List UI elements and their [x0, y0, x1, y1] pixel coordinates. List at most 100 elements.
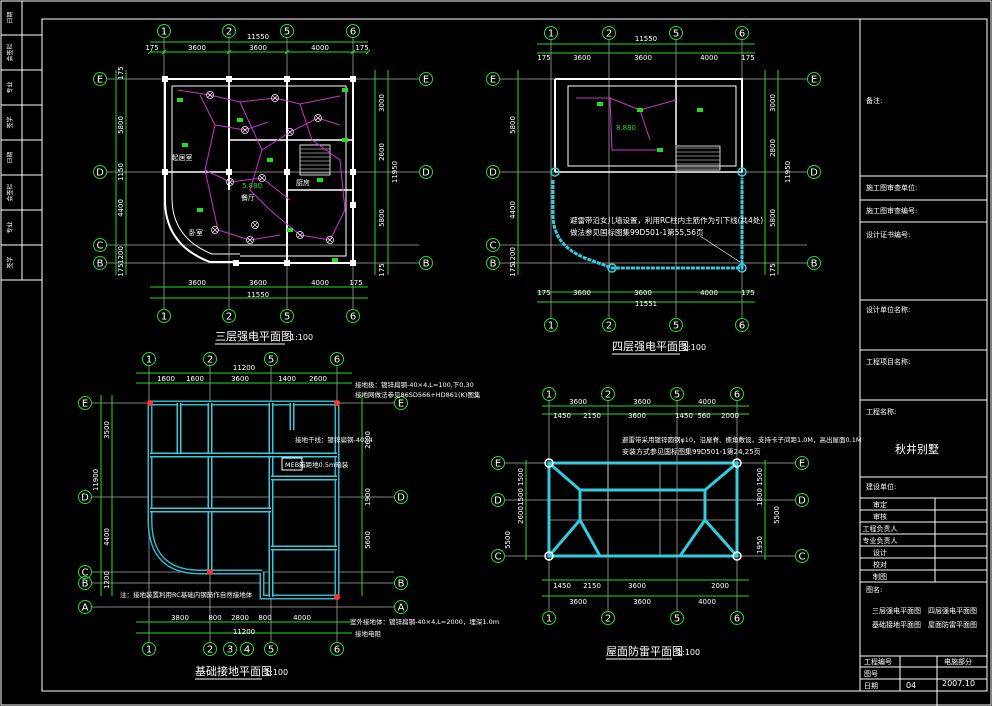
tb-row-3: 设计单位名称:: [866, 305, 910, 314]
axis-left-B-label: B: [82, 579, 89, 590]
ground-note-c: MEB箱距地0.5m暗装: [285, 460, 349, 469]
grounding-point: [334, 594, 340, 600]
wire-6: [299, 103, 346, 241]
room-label-2: 厨房: [296, 178, 310, 187]
axis-top-5-circle: [280, 24, 294, 38]
dim-left-4: 1200: [117, 246, 125, 264]
drawing-no-label: 图号: [864, 670, 878, 678]
column: [350, 169, 356, 175]
socket: [657, 148, 663, 152]
light-cross: [315, 115, 321, 121]
axis-bottom-5-label: 5: [674, 614, 680, 625]
dim-right-2: 5600: [364, 531, 372, 549]
remark-label: 备注:: [866, 96, 882, 105]
axis-bottom-2-label: 2: [207, 645, 213, 656]
ground-note-g: 注：接地装置利用RC基础内钢筋作自然接地体: [120, 590, 253, 599]
dim-right-2: 5800: [769, 209, 777, 227]
axis-top-2-label: 2: [606, 29, 612, 40]
dim-bottom-3: 4000: [700, 289, 718, 297]
sign-row-3: 专业负责人: [863, 536, 898, 545]
axis-top-6-circle: [330, 352, 344, 366]
axis-top-5-label: 5: [284, 27, 290, 38]
axis-top-1-circle: [142, 352, 156, 366]
strip-label-6: 专业: [6, 221, 14, 233]
dim-left-5: 175: [117, 263, 125, 276]
roof-title: 屋面防雷平面图: [606, 644, 683, 658]
axis-right-B-circle: [419, 256, 433, 270]
axis-bottom-2-label: 2: [605, 614, 611, 625]
room-label-1: 餐厅: [241, 193, 255, 202]
axis-right-D-label: D: [422, 168, 430, 179]
roof-outline: [548, 462, 738, 557]
axis-right-B-label: B: [811, 259, 818, 270]
axis-left-D-label: D: [489, 168, 497, 179]
elevation-label: 8.880: [616, 124, 636, 132]
dim-bottom-3: 2000: [711, 582, 729, 590]
axis-left-E-label: E: [490, 75, 496, 86]
dim-bottom-1: 800: [208, 614, 221, 622]
axis-left-E-circle: [486, 72, 500, 86]
axis-top-6-label: 6: [334, 355, 340, 366]
dim-left-2: 1150: [117, 163, 125, 181]
light-fixture: [211, 226, 219, 234]
project-name: 秋井别墅: [895, 442, 939, 456]
axis-bottom-6-circle: [735, 318, 749, 332]
light-fixture: [246, 236, 254, 244]
dim-left-0: 3500: [103, 421, 111, 439]
dim-bottom-4: 4000: [293, 614, 311, 622]
down-conductor: [550, 167, 560, 177]
dim-left-1: 4400: [509, 201, 517, 219]
dim-top-2: 3600: [628, 412, 646, 420]
axis-top-1-label: 1: [546, 390, 552, 401]
dim-total-bottom: 11200: [233, 628, 255, 636]
date: 2007.10: [942, 679, 975, 688]
sign-row-6: 制图: [873, 572, 887, 581]
dim-right-0: 3000: [378, 94, 386, 112]
axis-right-A-circle: [394, 600, 408, 614]
light-cross: [287, 129, 293, 135]
dim-top-0: 175: [145, 44, 158, 52]
column: [350, 202, 356, 208]
plan4-note: 避雷带沿女儿墙设置，利用RC柱内主筋作为引下线(共4处): [570, 215, 763, 225]
axis-left-D-circle: [491, 493, 505, 507]
drawing-name-0: 三层强电平面图: [872, 606, 921, 615]
axis-right-D-circle: [394, 490, 408, 504]
dim-left-0: 175: [117, 66, 125, 79]
axis-left-B-label: B: [490, 259, 497, 270]
dim-right-0: 3000: [769, 94, 777, 112]
axis-bottom-6-label: 6: [334, 645, 340, 656]
axis-bottom-5-label: 5: [673, 321, 679, 332]
dim-left-1: 5800: [117, 116, 125, 134]
tb-row-1: 施工图审查编号:: [866, 206, 917, 215]
strip-label-4: 日期: [6, 151, 14, 163]
dim-top-0: 1450: [553, 412, 571, 420]
dim-right-1: 1800: [756, 488, 764, 506]
axis-top-6-circle: [730, 387, 744, 401]
wire-4f: [576, 97, 677, 151]
socket: [697, 108, 703, 112]
column: [350, 260, 356, 266]
axis-left-B-circle: [486, 256, 500, 270]
axis-top-6-circle: [735, 26, 749, 40]
dim-bottom2-0: 3600: [569, 598, 587, 606]
axis-left-C-circle: [491, 549, 505, 563]
dim-bottom2-1: 3600: [633, 598, 651, 606]
dim-bottom-0: 3800: [171, 614, 189, 622]
down-conductor: [737, 263, 747, 273]
light-cross: [297, 232, 303, 238]
dim-top-0: 1600: [157, 375, 175, 383]
room-label-3: 5.880: [242, 182, 262, 190]
light-cross: [242, 127, 248, 133]
room-outline: [567, 85, 737, 167]
strip-label-0: 日期: [6, 11, 14, 23]
dim-right-2: 5500: [773, 506, 781, 524]
axis-top-6-label: 6: [739, 29, 745, 40]
dim-right-3: 175: [769, 263, 777, 276]
axis-bottom-1-circle: [157, 309, 171, 323]
dim-left-3: 175: [509, 263, 517, 276]
axis-top-1-label: 1: [146, 355, 152, 366]
axis-left-D-circle: [486, 165, 500, 179]
axis-left-B-circle: [78, 576, 92, 590]
